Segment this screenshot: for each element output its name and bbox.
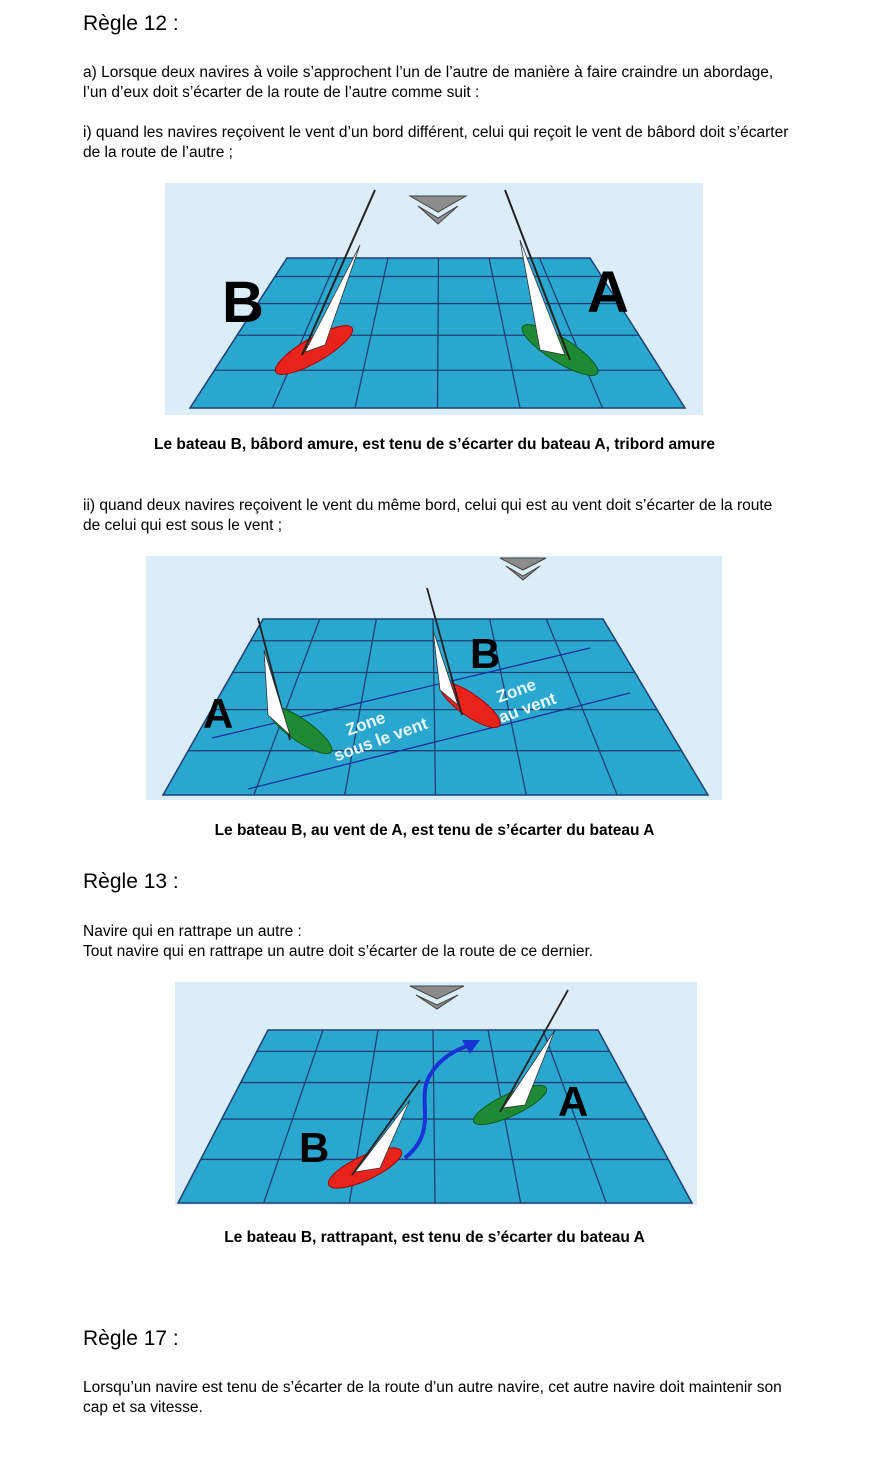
label-a: A xyxy=(203,690,233,737)
diagram-same-tack: B A Zone sous le vent Zone au vent xyxy=(146,556,722,800)
caption-same-tack: Le bateau B, au vent de A, est tenu de s… xyxy=(214,822,655,839)
boat-b-red xyxy=(274,189,376,375)
boat-a-green xyxy=(504,189,599,376)
rule17-text: Lorsqu’un navire est tenu de s’écarter d… xyxy=(83,1379,782,1416)
boat-b-red xyxy=(426,587,501,729)
wind-arrow-icon xyxy=(408,195,468,225)
grid-line xyxy=(432,1029,436,1204)
caption-opposite-tacks: Le bateau B, bâbord amure, est tenu de s… xyxy=(153,436,715,453)
grid-line xyxy=(436,257,440,409)
boat-a-green xyxy=(257,617,333,755)
label-b: B xyxy=(470,630,500,677)
label-a: A xyxy=(558,1078,588,1125)
rule12-case-i: i) quand les navires reçoivent le vent d… xyxy=(83,124,789,161)
rule12-case-ii: ii) quand deux navires reçoivent le vent… xyxy=(83,497,773,534)
grid-line xyxy=(354,257,389,409)
rule12-intro: a) Lorsque deux navires à voile s’approc… xyxy=(83,64,774,101)
boat-a-green xyxy=(472,989,569,1126)
diagram-overtaking: B A xyxy=(175,982,697,1205)
grid-line xyxy=(432,618,437,796)
label-b: B xyxy=(222,270,264,335)
overtaking-path-arrow xyxy=(403,1043,471,1160)
grid-line xyxy=(545,618,618,796)
grid-line xyxy=(538,257,604,409)
grid-line xyxy=(488,257,521,409)
rule17-heading: Règle 17 : xyxy=(83,1327,179,1350)
rule12-heading: Règle 12 : xyxy=(83,12,179,35)
rule13-heading: Règle 13 : xyxy=(83,870,179,893)
label-b: B xyxy=(299,1124,329,1171)
diagram-opposite-tacks: B A xyxy=(165,183,703,415)
grid-line xyxy=(344,618,377,796)
wind-arrow-icon xyxy=(499,557,547,581)
grid-line xyxy=(263,1029,324,1204)
wind-arrow-icon xyxy=(409,985,465,1010)
grid-line xyxy=(271,257,339,409)
rule13-line2: Tout navire qui en rattrape un autre doi… xyxy=(83,943,594,960)
label-a: A xyxy=(587,260,629,325)
grid-line xyxy=(253,618,321,796)
rule13-line1: Navire qui en rattrape un autre : xyxy=(83,923,302,940)
grid-line xyxy=(542,1029,607,1204)
caption-overtaking: Le bateau B, rattrapant, est tenu de s’é… xyxy=(224,1229,645,1246)
grid-line xyxy=(489,618,527,796)
boat-b-red xyxy=(327,1079,421,1189)
